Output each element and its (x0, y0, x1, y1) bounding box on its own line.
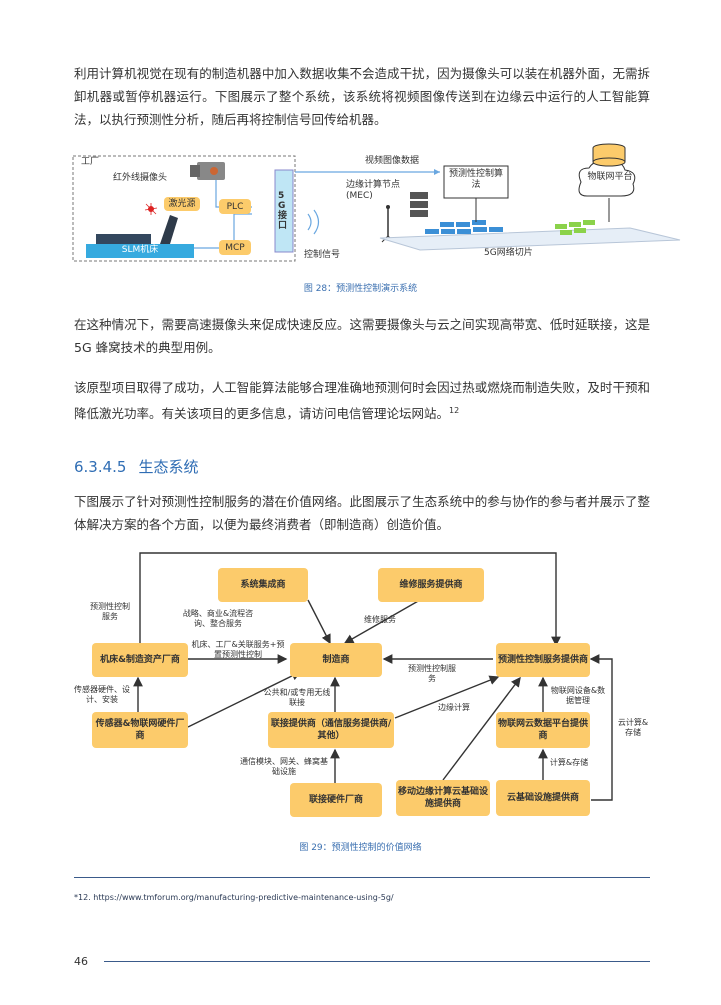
label-modules: 通信模块、网关、蜂窝基础设施 (240, 757, 328, 776)
label-maintenance-service: 维修服务 (364, 615, 396, 624)
label-sensor-hardware: 传感器硬件、设计、安装 (74, 685, 130, 704)
footer-line (104, 961, 650, 962)
edge-cloud-provider-box: 移动边缘计算云基础设施提供商 (396, 780, 490, 816)
control-signal-label: 控制信号 (304, 250, 341, 260)
section-title: 生态系统 (138, 458, 199, 476)
mcp-box: MCP (219, 240, 251, 255)
connectivity-hardware-box: 联接硬件厂商 (290, 783, 382, 817)
label-strategy: 战略、商业&流程咨询、整合服务 (182, 609, 254, 628)
camera-icon (190, 162, 225, 180)
server-rack-icon (410, 192, 428, 217)
plc-box: PLC (219, 199, 251, 214)
page-number: 46 (74, 955, 88, 968)
paragraph-3: 该原型项目取得了成功，人工智能算法能够合理准确地预测何时会因过热或燃烧而制造失败… (74, 376, 650, 425)
laser-source-box: 激光源 (164, 197, 200, 211)
connectivity-provider-box: 联接提供商（通信服务提供商/其他） (268, 712, 394, 748)
footnote-divider (74, 877, 650, 878)
sensor-vendor-box: 传感器&物联网硬件厂商 (92, 712, 188, 748)
section-number: 6.3.4.5 (74, 458, 127, 476)
figure-28-caption: 图 28：预测性控制演示系统 (303, 284, 418, 294)
factory-label: 工厂 (81, 157, 100, 167)
label-edge-compute: 边缘计算 (438, 703, 470, 712)
label-pc-service-mid: 预测性控制服务 (408, 664, 456, 683)
camera-label: 红外线摄像头 (113, 173, 168, 183)
intro-paragraph: 利用计算机视觉在现有的制造机器中加入数据收集不会造成干扰，因为摄像头可以装在机器… (74, 66, 650, 127)
cloud-infra-provider-box: 云基础设施提供商 (496, 780, 590, 816)
iot-platform-label: 物联网平台 (587, 172, 633, 182)
database-icon (592, 143, 626, 167)
paragraph-4: 下图展示了针对预测性控制服务的潜在价值网络。此图展示了生态系统中的参与协作的参与… (74, 494, 650, 532)
label-iot-device: 物联网设备&数据管理 (550, 686, 606, 705)
figure-29-caption: 图 29：预测性控制的价值网络 (299, 843, 422, 853)
footnote-text[interactable]: *12. https://www.tmforum.org/manufacturi… (74, 893, 394, 902)
network-slice-plane (379, 227, 681, 251)
slm-label: SLM机床 (121, 245, 159, 255)
label-machine-service: 机床、工厂&关联服务+预置预测性控制 (191, 640, 285, 659)
maintenance-provider-box: 维修服务提供商 (378, 568, 484, 602)
label-cloud-compute: 云计算&存储 (617, 718, 649, 737)
interface-bar (274, 169, 294, 253)
interface-label: 5G接口 (278, 191, 288, 231)
paragraph-2: 在这种情况下，需要高速摄像头来促成快速反应。这需要摄像头与云之间实现高带宽、低时… (74, 317, 650, 355)
paragraph-3-text: 该原型项目取得了成功，人工智能算法能够合理准确地预测何时会因过热或燃烧而制造失败… (74, 380, 650, 422)
algorithm-box (443, 165, 509, 199)
label-network: 公共和/或专用无线联接 (263, 688, 331, 707)
antenna-icon (381, 205, 395, 243)
slm-bar (86, 244, 194, 258)
system-integrator-box: 系统集成商 (218, 568, 308, 602)
cloud-icon (578, 161, 636, 197)
iot-data-platform-box: 物联网云数据平台提供商 (496, 712, 590, 748)
slicing-label: 5G网络切片 (484, 248, 533, 258)
figure-29-value-network (133, 552, 613, 801)
label-compute-storage: 计算&存储 (549, 758, 589, 767)
manufacturer-box: 制造商 (290, 643, 382, 677)
footnote-ref[interactable]: 12 (449, 406, 460, 415)
predictive-control-provider-box: 预测性控制服务提供商 (496, 643, 590, 677)
label-pc-service-left: 预测性控制服务 (90, 602, 130, 621)
laser-icon (144, 203, 158, 215)
wireless-icon (307, 209, 320, 235)
edge-node-label: 边缘计算节点(MEC) (346, 180, 401, 201)
video-data-label: 视频图像数据 (365, 156, 420, 166)
algorithm-label: 预测性控制算法 (448, 169, 503, 190)
figure-28-system-diagram (72, 143, 681, 262)
machine-vendor-box: 机床&制造资产厂商 (92, 643, 188, 677)
section-heading: 6.3.4.5 生态系统 (74, 456, 199, 477)
